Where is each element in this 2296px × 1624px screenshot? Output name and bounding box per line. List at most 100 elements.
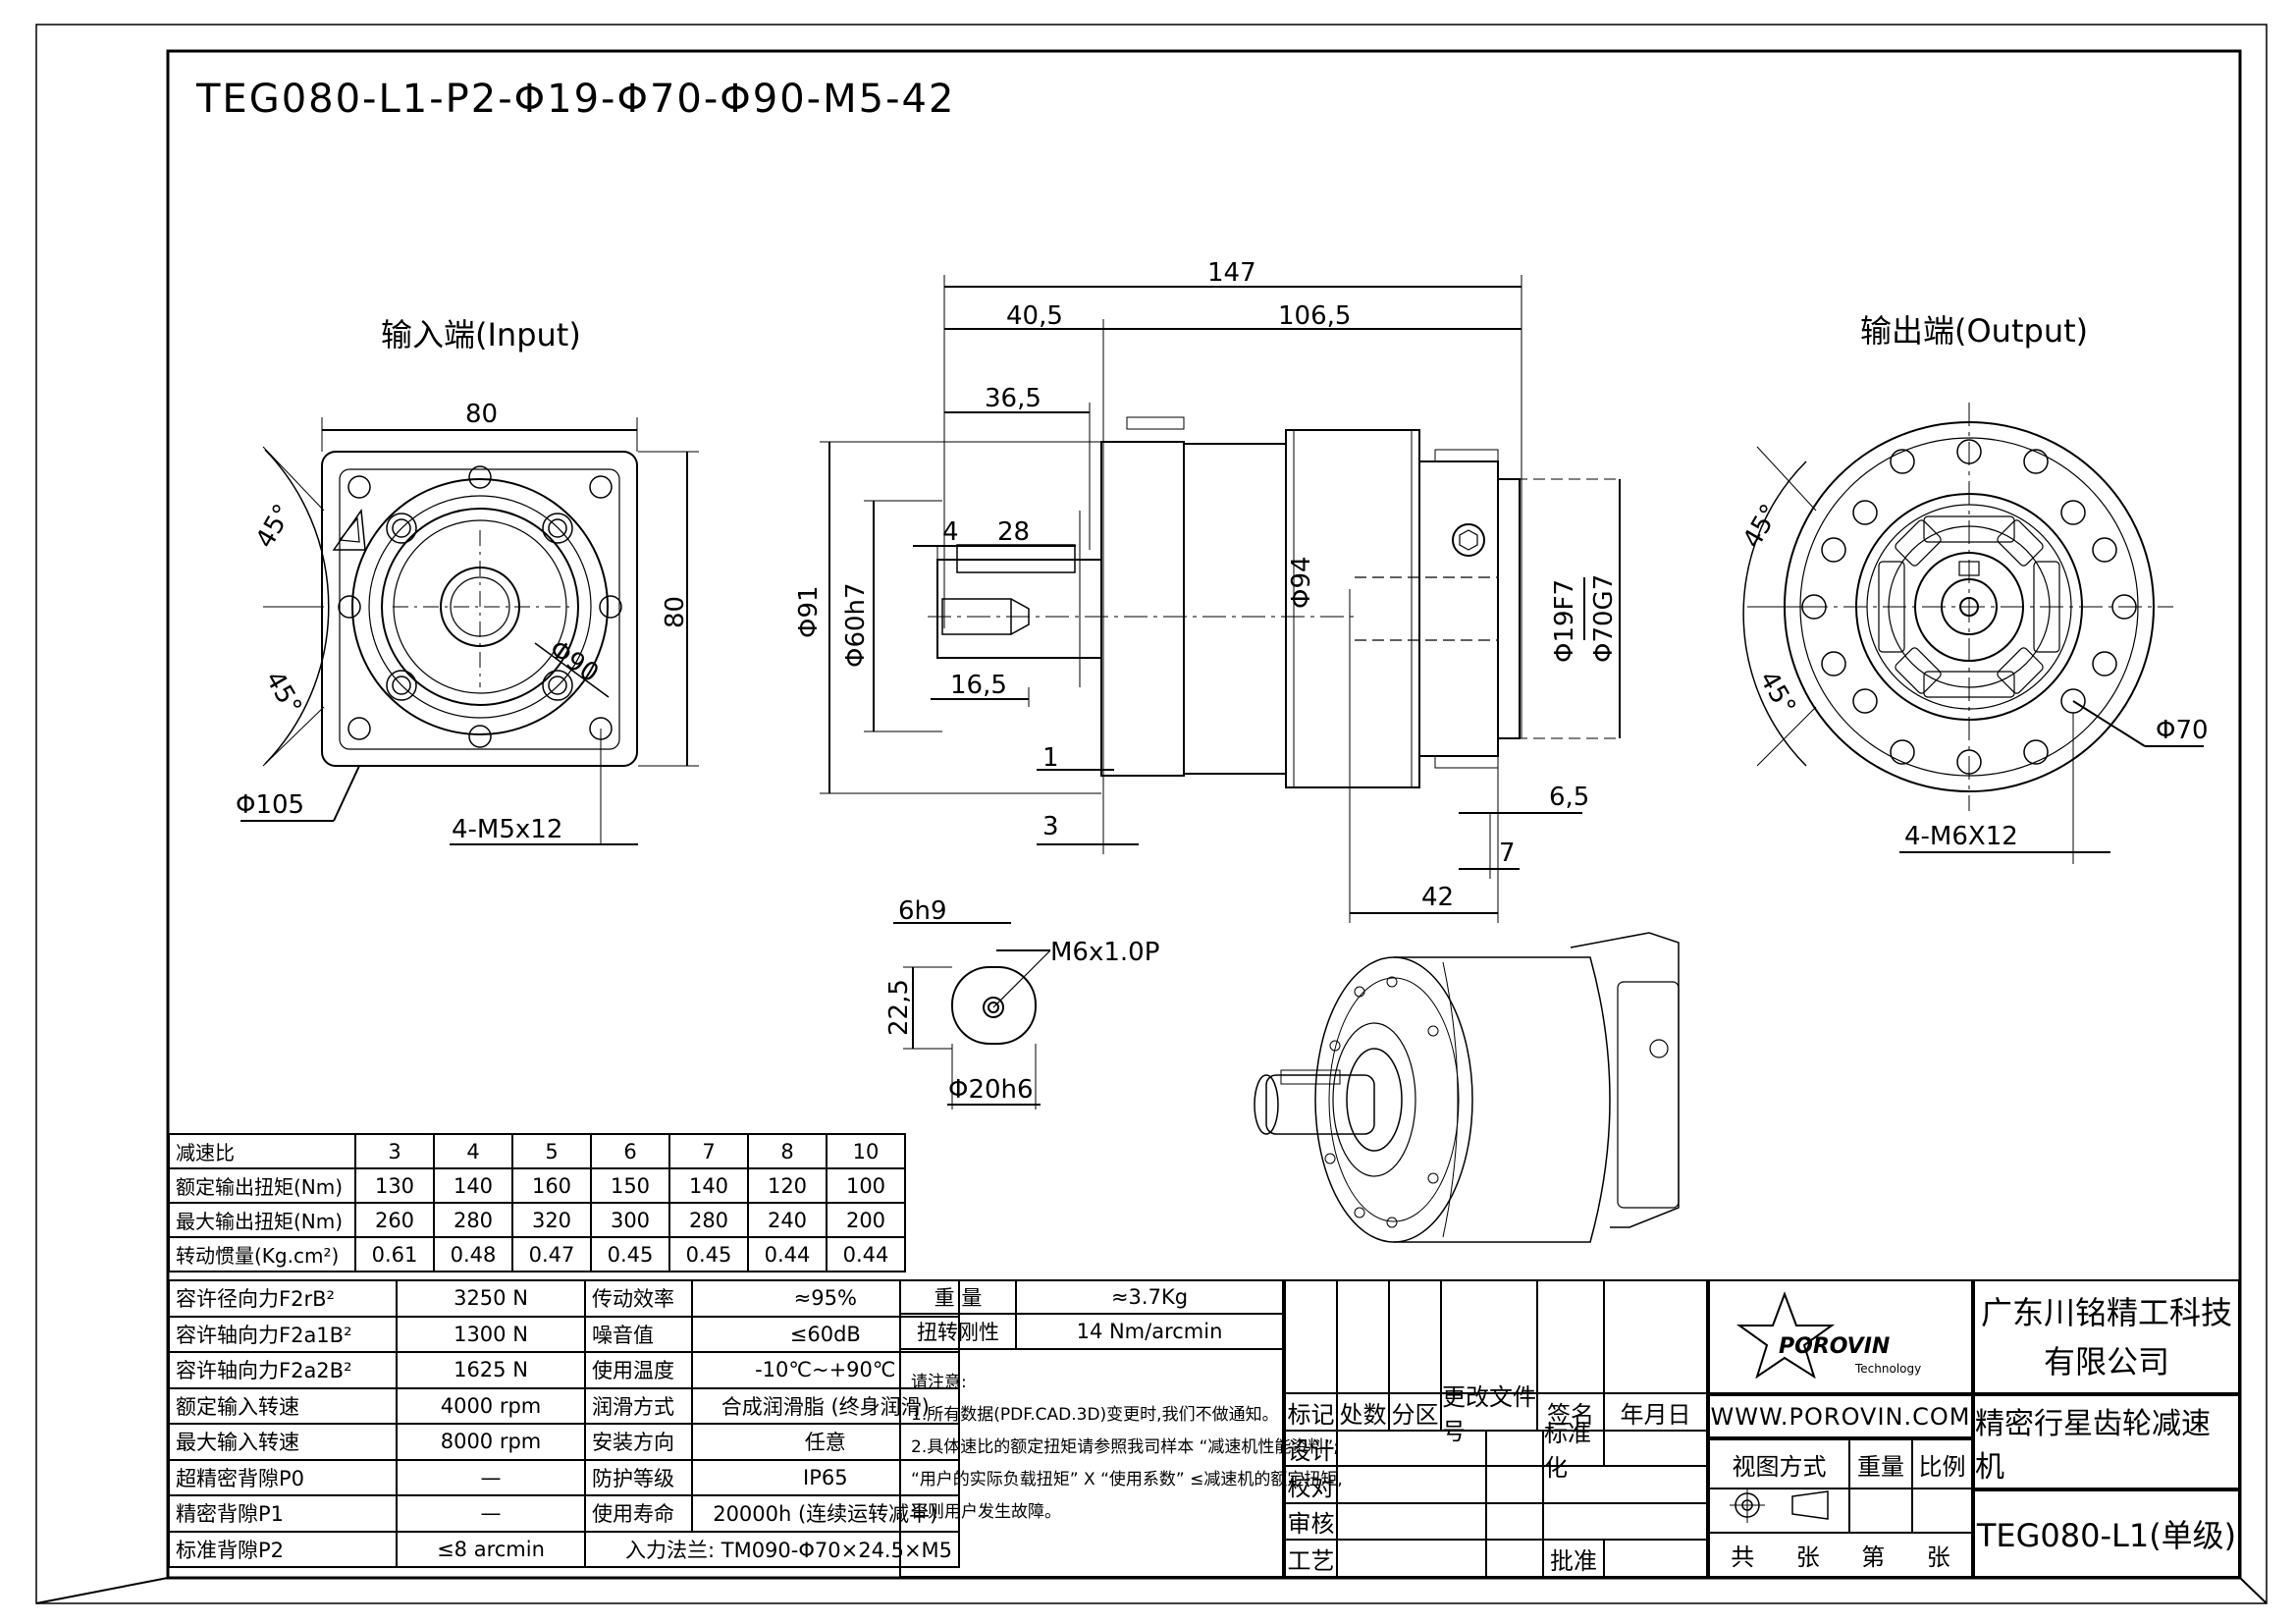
spec-value: 4000 rpm [396, 1386, 586, 1425]
label-pizhun: 批准 [1542, 1539, 1605, 1578]
stiffness-value: 14 Nm/arcmin [1015, 1313, 1284, 1350]
logo-subtext: Technology [1854, 1362, 1921, 1376]
dim-sixfive: 6,5 [1549, 783, 1589, 812]
spec-table: 容许径向力F2rB² 3250 N 传动效率 ≈95% 容许轴向力F2a1B² … [168, 1279, 961, 1568]
spec-value: 1300 N [396, 1315, 586, 1353]
dim-input-angle-top: 45° [250, 500, 298, 554]
label-gengai: 更改文件号 [1440, 1383, 1538, 1445]
spec-value: -10℃~+90℃ [690, 1351, 961, 1389]
table-cell: 0.45 [668, 1236, 749, 1272]
label-biaoji: 标记 [1284, 1392, 1338, 1432]
rev-cell [1603, 1279, 1708, 1394]
table-cell: 240 [747, 1202, 828, 1238]
dim-input-holes: 4-M5x12 [452, 815, 562, 844]
rev-cell [1485, 1539, 1544, 1578]
ratio-cell: 6 [590, 1133, 670, 1169]
dim-output-holes: 4-M6X12 [1904, 822, 2018, 851]
spec-label: 容许径向力F2rB² [168, 1279, 398, 1318]
spec-label: 噪音值 [584, 1315, 693, 1353]
label-sheji: 设计 [1284, 1430, 1338, 1467]
label-shenhe: 审核 [1284, 1502, 1338, 1541]
table-row: 容许轴向力F2a2B² 1625 N 使用温度 -10℃~+90℃ [168, 1351, 961, 1389]
ratio-header-row: 减速比 3 4 5 6 7 8 10 [168, 1133, 906, 1169]
spec-label: 传动效率 [584, 1279, 693, 1318]
product-name: 精密行星齿轮减速机 [1973, 1394, 2240, 1489]
label-chushu: 处数 [1336, 1392, 1390, 1432]
spec-value: 任意 [690, 1423, 961, 1461]
dim-output-angle-bottom: 45° [1753, 667, 1801, 721]
spec-value: 3250 N [396, 1279, 586, 1318]
table-cell: 320 [511, 1202, 592, 1238]
spec-value: ≈95% [690, 1279, 961, 1318]
spec-label: 最大输入转速 [168, 1423, 398, 1461]
table-cell: 0.45 [590, 1236, 670, 1272]
dim-right: 106,5 [1278, 301, 1351, 331]
dim-output-pcd: Φ70 [2156, 716, 2209, 745]
rev-cell [1485, 1430, 1544, 1467]
logo-star [1735, 1291, 1836, 1380]
view-method-cell [1708, 1488, 1850, 1534]
dimension-text: 80 80 45° 45° Φ105 Φ90 4-M5x12 147 40,5 … [236, 258, 2209, 1105]
rev-cell [1336, 1430, 1487, 1467]
spec-label: 使用寿命 [584, 1494, 693, 1533]
spec-value: — [396, 1494, 586, 1533]
logo-text: POROVIN [1779, 1334, 1890, 1359]
ratio-table: 减速比 3 4 5 6 7 8 10 额定输出扭矩(Nm) 130 140 16… [168, 1133, 906, 1272]
table-cell: 150 [590, 1167, 670, 1204]
dim-d91: Φ91 [794, 585, 824, 638]
table-cell: 0.47 [511, 1236, 592, 1272]
spec-label: 安装方向 [584, 1423, 693, 1461]
table-row: 额定输入转速 4000 rpm 润滑方式 合成润滑脂 (终身润滑) [168, 1386, 961, 1425]
dim-input-height: 80 [661, 596, 690, 628]
dim-input-angle-bottom: 45° [259, 667, 307, 721]
drawing-title: TEG080-L1-P2-Φ19-Φ70-Φ90-M5-42 [196, 77, 956, 122]
spec-label: 使用温度 [584, 1351, 693, 1389]
table-row: 最大输入转速 8000 rpm 安装方向 任意 [168, 1423, 961, 1461]
dim-depth1: 36,5 [985, 384, 1041, 413]
table-row: 最大输出扭矩(Nm) 260 280 320 300 280 240 200 [168, 1202, 906, 1238]
dim-fortytwo: 42 [1421, 883, 1454, 912]
note-line: 否则用户发生故障。 [911, 1502, 1061, 1522]
weight-cell [1848, 1488, 1913, 1534]
table-cell: 140 [668, 1167, 749, 1204]
key-view [893, 922, 1051, 1110]
rev-cell [1603, 1539, 1708, 1578]
rev-cell [1388, 1279, 1442, 1394]
table-cell: 120 [747, 1167, 828, 1204]
table-cell: 140 [433, 1167, 513, 1204]
spec-value: — [396, 1458, 586, 1496]
label-biaozhunhua: 标准化 [1542, 1420, 1605, 1482]
ratio-cell: 5 [511, 1133, 592, 1169]
dim-input-bolt-circle: Φ105 [236, 790, 304, 820]
rev-cell [1336, 1502, 1487, 1541]
company-name: 广东川铭精工科技 有限公司 [1973, 1279, 2240, 1394]
spec-label: 容许轴向力F2a2B² [168, 1351, 398, 1389]
label-gongyi: 工艺 [1284, 1539, 1338, 1578]
table-row: 转动惯量(Kg.cm²) 0.61 0.48 0.47 0.45 0.45 0.… [168, 1236, 906, 1272]
table-cell: 280 [668, 1202, 749, 1238]
label-nianyueri: 年月日 [1603, 1392, 1708, 1432]
spec-value: 1625 N [396, 1351, 586, 1389]
company-line1: 广东川铭精工科技 [1980, 1293, 2232, 1331]
ratio-cell: 7 [668, 1133, 749, 1169]
revision-block: 标记 处数 分区 更改文件号 签名 年月日 设计 标准化 校对 审核 工艺 批准 [1284, 1279, 1708, 1578]
output-view [1742, 403, 2204, 864]
dim-one: 1 [1042, 743, 1059, 773]
dim-key-diam: Φ20h6 [948, 1075, 1034, 1105]
row-label: 最大输出扭矩(Nm) [168, 1202, 356, 1238]
note-line: “用户的实际负载扭矩” X “使用系数” ≤减速机的额定扭矩, [911, 1470, 1343, 1489]
notes-text: 请注意: 1.所有数据(PDF.CAD.3D)变更时,我们不做通知。 2.具体速… [911, 1367, 1343, 1529]
row-label: 转动惯量(Kg.cm²) [168, 1236, 356, 1272]
table-cell: 100 [826, 1167, 906, 1204]
spec-label: 标准背隙P2 [168, 1530, 398, 1568]
dim-shaft-len: 16,5 [950, 671, 1007, 700]
dim-d94: Φ94 [1287, 556, 1316, 609]
ratio-cell: 4 [433, 1133, 513, 1169]
sheet-gong: 共 [1731, 1543, 1755, 1571]
table-row: 额定输出扭矩(Nm) 130 140 160 150 140 120 100 [168, 1167, 906, 1204]
rev-cell [1485, 1502, 1544, 1541]
ratio-cell: 10 [826, 1133, 906, 1169]
stiffness-label: 扭转刚性 [899, 1313, 1017, 1350]
sheet-zhang1: 张 [1795, 1543, 1820, 1571]
